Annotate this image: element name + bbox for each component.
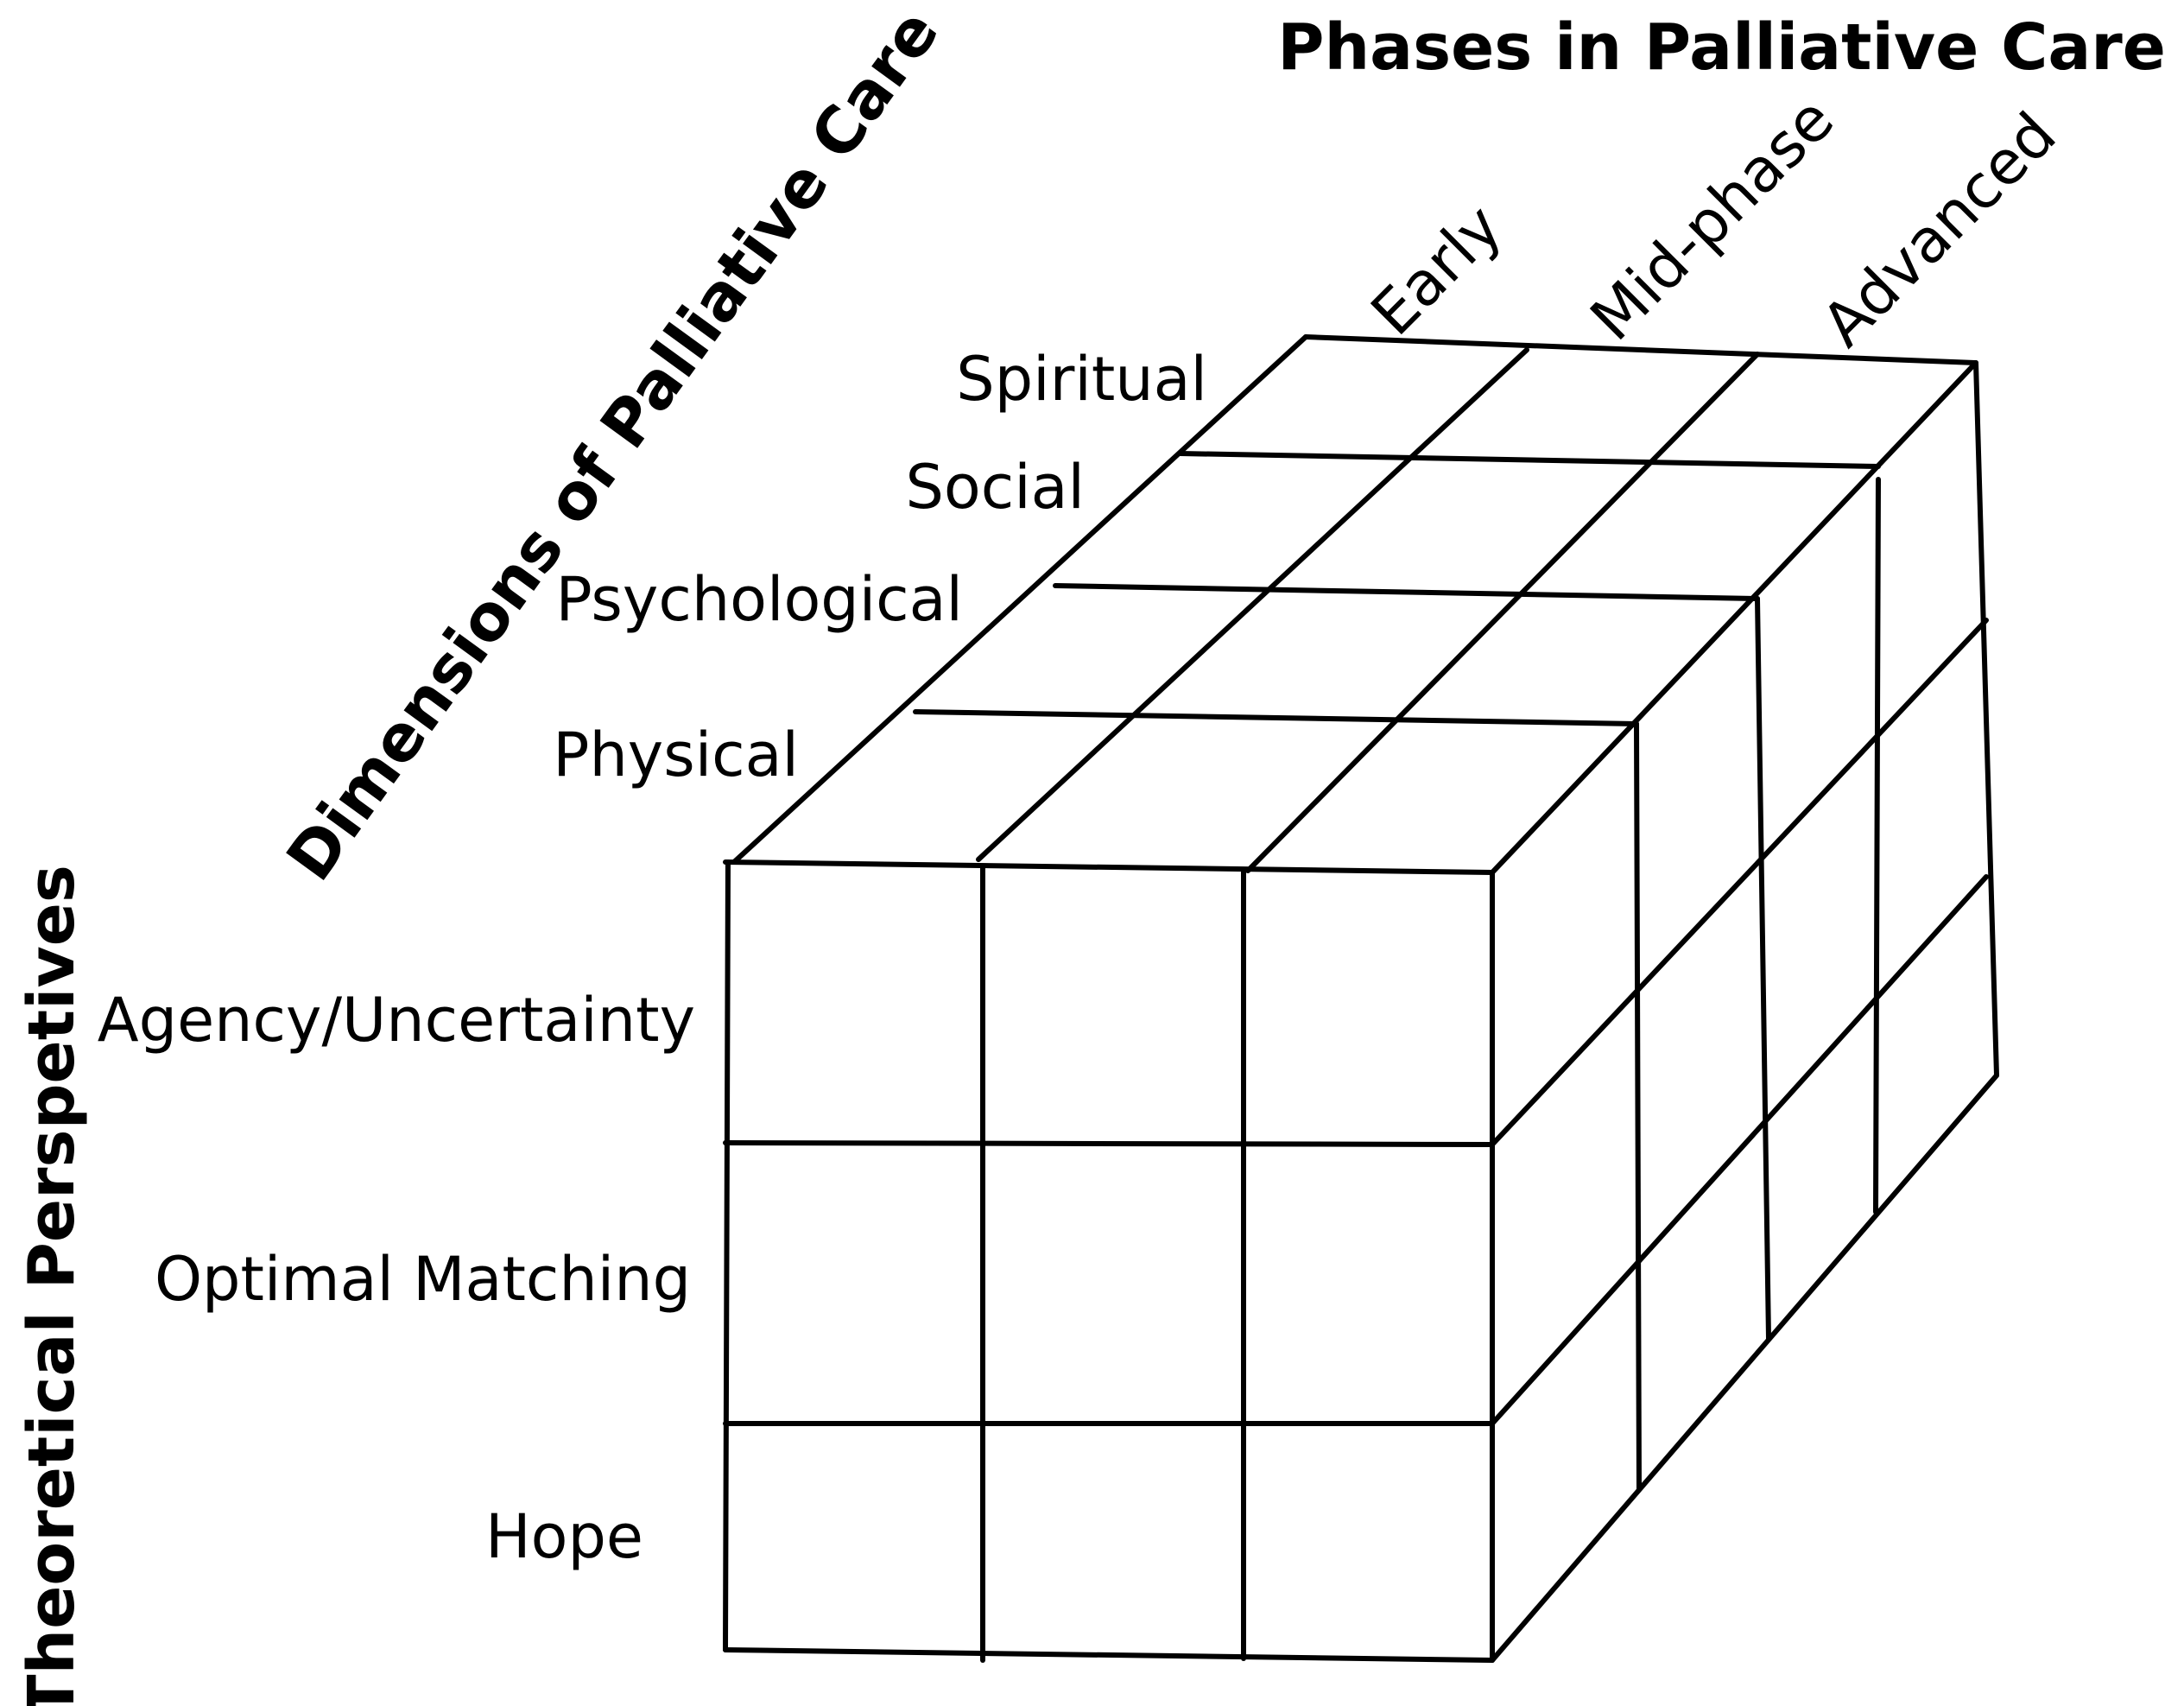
side-face-back-edge — [1973, 360, 1999, 1078]
top-face-grid — [731, 334, 1978, 875]
phases-axis-title: Phases in Palliative Care — [1277, 10, 2166, 85]
side-face-row-divider-2 — [1490, 874, 1989, 1426]
top-face-row-divider-1 — [1178, 451, 1881, 469]
side-face-col-divider-1 — [1873, 477, 1881, 1214]
top-face-row-divider-3 — [913, 709, 1639, 726]
front-face-left-edge — [723, 859, 731, 1652]
top-face-col-divider-2 — [1245, 352, 1760, 873]
side-face-col-divider-3 — [1634, 721, 1642, 1492]
perspective-label-hope: Hope — [485, 1501, 643, 1572]
dimension-label-social: Social — [905, 452, 1085, 523]
dimension-label-psychological: Psychological — [555, 564, 963, 635]
phase-label-early: Early — [1358, 191, 1516, 349]
dimension-label-physical: Physical — [553, 720, 799, 790]
front-face-row-divider-1 — [723, 1140, 1495, 1147]
side-face-row-divider-1 — [1490, 618, 1989, 1147]
dimension-label-spiritual: Spiritual — [956, 344, 1207, 415]
top-face-left-edge — [731, 334, 1308, 865]
front-face-bottom-edge — [723, 1647, 1495, 1663]
top-face-right-edge — [1490, 360, 1978, 875]
phase-label-mid-phase: Mid-phase — [1577, 84, 1847, 354]
top-face-row-divider-2 — [1053, 583, 1760, 601]
top-face-col-divider-1 — [976, 347, 1529, 862]
front-face-top-edge — [723, 859, 1495, 875]
side-face-col-divider-2 — [1755, 596, 1771, 1341]
perspective-label-agency-uncertainty: Agency/Uncertainty — [98, 985, 695, 1056]
side-face-grid — [1490, 360, 1999, 1663]
top-face-back-edge — [1303, 334, 1978, 365]
side-face-bottom-edge — [1490, 1073, 1999, 1663]
phase-label-advanced: Advanced — [1808, 99, 2069, 360]
perspectives-axis-title: Theoretical Perspetives — [15, 865, 89, 1706]
perspective-label-optimal-matching: Optimal Matching — [155, 1244, 691, 1315]
front-face-grid — [723, 859, 1495, 1663]
